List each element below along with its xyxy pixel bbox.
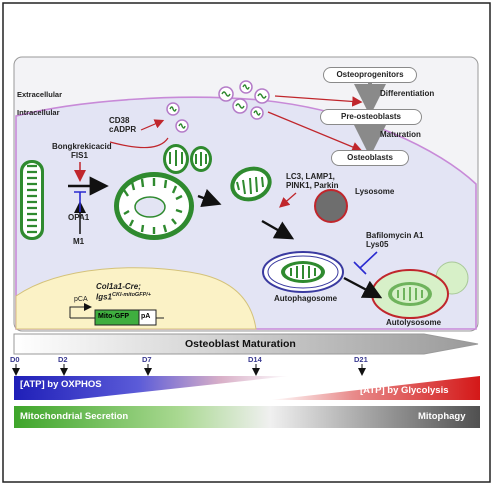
polya-box: [138, 309, 157, 326]
arrow-to-fragment: [197, 189, 222, 208]
pathway-arrows: [68, 83, 386, 299]
day-ticks: [12, 364, 366, 376]
maturation-title: Osteoblast Maturation: [185, 338, 296, 350]
cd38-label: CD38: [109, 116, 130, 125]
opa1-inhibition: [74, 191, 86, 212]
promoter-label: pCA: [74, 296, 88, 303]
oxphos-wedge: [14, 376, 290, 400]
mito-gfp-construct: [69, 303, 164, 326]
fragmented-mitochondrion: [230, 166, 272, 202]
stage-preosteoblasts: Pre-osteoblasts: [320, 109, 422, 125]
fis1-label: FIS1: [71, 151, 88, 160]
intracellular-label: Intracellular: [17, 108, 60, 117]
autolysosome-organelle: [371, 261, 469, 319]
atp-glycolysis-label: [ATP] by Glycolysis: [360, 385, 449, 396]
autophagosome-label: Autophagosome: [274, 294, 338, 303]
arrow-cd38: [140, 119, 165, 131]
nucleus: [15, 267, 257, 330]
arrow-to-autolysosome: [343, 276, 383, 299]
day-d21: D21: [354, 355, 368, 364]
day-d14: D14: [248, 355, 262, 364]
step-maturation: Maturation: [380, 130, 421, 139]
bafilomycin-label: Bafilomycin A1: [366, 231, 424, 240]
autophagosome-organelle: [262, 251, 344, 293]
opa1-label: OPA1: [68, 213, 90, 222]
bafilomycin-inhibition: [353, 251, 378, 275]
autolysosome-label: Autolysosome: [386, 318, 442, 327]
arrow-cadpr: [109, 137, 169, 149]
arrow-lc3: [279, 192, 297, 208]
arrow-to-preosteoblasts: [274, 95, 363, 107]
m1-label: M1: [73, 237, 85, 246]
atp-oxphos-label: [ATP] by OXPHOS: [20, 379, 102, 390]
mitophagy-markers-2: PINK1, Parkin: [286, 181, 339, 190]
bongkrekic-label: Bongkrekicacid: [52, 142, 112, 151]
lys05-label: Lys05: [366, 240, 389, 249]
day-d2: D2: [58, 355, 68, 364]
budding-mitochondrion: [114, 172, 194, 240]
lysosome-label: Lysosome: [355, 187, 395, 196]
glycolysis-wedge: [270, 376, 480, 400]
stage-osteoblasts: Osteoblasts: [331, 150, 409, 166]
arrow-to-osteoblasts: [267, 111, 363, 152]
stage-osteoprogenitors: Osteoprogenitors: [323, 67, 417, 83]
vesicle-mito-squiggles: [169, 84, 267, 129]
process-secretion-label: Mitochondrial Secretion: [20, 411, 129, 422]
process-mitophagy-label: Mitophagy: [418, 411, 466, 422]
polya-label: pA: [141, 313, 151, 320]
lysosome-organelle: [314, 189, 348, 223]
day-d0: D0: [10, 355, 20, 364]
mouse-line-1: Col1a1-Cre;: [96, 282, 141, 291]
mito-bud-top: [163, 144, 212, 174]
mouse-line-2: Igs1CKI-mitoGFP/+: [96, 292, 151, 302]
mitophagy-markers-1: LC3, LAMP1,: [286, 172, 335, 181]
step-differentiation: Differentiation: [380, 89, 435, 98]
gene-label: Mito-GFP: [98, 313, 130, 320]
extracellular-label: Extracellular: [17, 90, 63, 99]
maturation-arrow: [13, 333, 479, 355]
process-bar: [14, 406, 480, 428]
day-d7: D7: [142, 355, 152, 364]
elongated-mitochondrion: [20, 160, 44, 240]
arrow-to-autophagosome: [261, 219, 295, 240]
cadpr-label: cADPR: [109, 125, 137, 134]
